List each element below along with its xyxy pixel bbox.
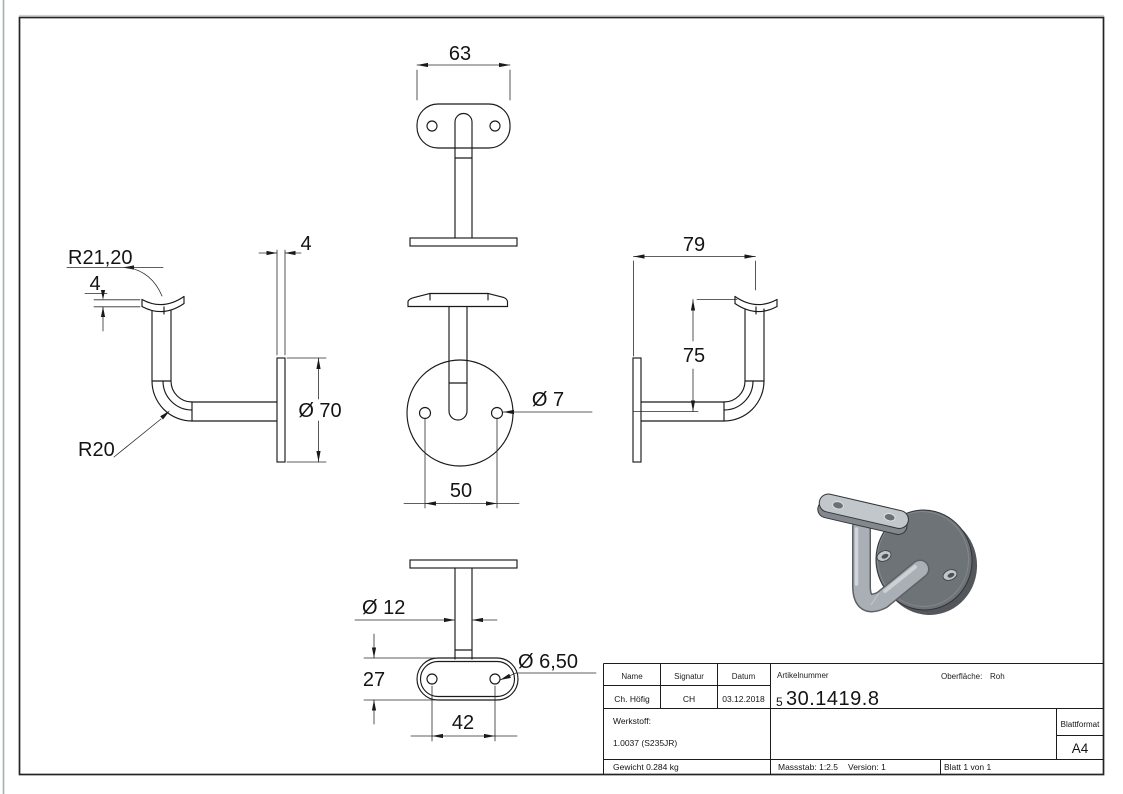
render-3d-view bbox=[817, 493, 978, 615]
article-label: Artikelnummer bbox=[777, 671, 829, 680]
view-side-left: R21,20 4 4 bbox=[66, 233, 342, 463]
plate-hole-3d bbox=[876, 550, 892, 562]
view-bottom: Ø 12 Ø 6,50 27 42 bbox=[354, 559, 597, 742]
dim-hole-diameter: Ø 7 bbox=[532, 389, 564, 411]
date-label: Datum bbox=[732, 672, 756, 681]
format-label: Blattformat bbox=[1061, 720, 1100, 729]
view-side-right: 79 75 bbox=[632, 234, 778, 463]
article-prefix: 5 bbox=[776, 695, 783, 709]
name-value: Ch. Höfig bbox=[614, 694, 650, 704]
article-number: 30.1419.8 bbox=[786, 688, 879, 710]
dim-width-63: 63 bbox=[449, 43, 471, 65]
surface-value: Roh bbox=[990, 672, 1005, 681]
sheet-value: Blatt 1 von 1 bbox=[944, 762, 992, 772]
weight-value: Gewicht 0.284 kg bbox=[613, 762, 679, 772]
dim-plate-thickness: 4 bbox=[300, 233, 311, 255]
dim-saddle-hole-spacing: 42 bbox=[452, 712, 474, 734]
title-block: Name Signatur Datum Ch. Höfig CH 03.12.2… bbox=[603, 663, 1104, 775]
view-front: Ø 7 50 bbox=[403, 292, 593, 509]
name-label: Name bbox=[621, 672, 643, 681]
version-value: Version: 1 bbox=[848, 762, 886, 772]
date-value: 03.12.2018 bbox=[722, 694, 765, 704]
scale-value: Massstab: 1:2.5 bbox=[778, 762, 838, 772]
format-value: A4 bbox=[1072, 741, 1089, 756]
surface-label: Oberfläche: bbox=[941, 672, 982, 681]
dim-height-75: 75 bbox=[683, 345, 705, 367]
signature-value: CH bbox=[683, 694, 695, 704]
dim-saddle-width: 27 bbox=[363, 669, 385, 691]
dim-saddle-thickness: 4 bbox=[89, 273, 100, 295]
dim-hole-spacing: 50 bbox=[450, 480, 472, 502]
dim-tube-diameter: Ø 12 bbox=[362, 597, 405, 619]
dim-wall-offset: 79 bbox=[683, 234, 705, 256]
view-top: 63 bbox=[409, 43, 518, 247]
dim-saddle-radius: R21,20 bbox=[68, 247, 133, 269]
dim-bend-radius: R20 bbox=[78, 439, 115, 461]
dim-plate-diameter: Ø 70 bbox=[298, 400, 341, 422]
dim-saddle-hole-diameter: Ø 6,50 bbox=[518, 651, 578, 673]
signature-label: Signatur bbox=[674, 672, 704, 681]
material-label: Werkstoff: bbox=[613, 716, 651, 726]
saddle-3d bbox=[817, 493, 909, 535]
material-value: 1.0037 (S235JR) bbox=[613, 738, 677, 748]
plate-hole-3d bbox=[942, 569, 958, 581]
